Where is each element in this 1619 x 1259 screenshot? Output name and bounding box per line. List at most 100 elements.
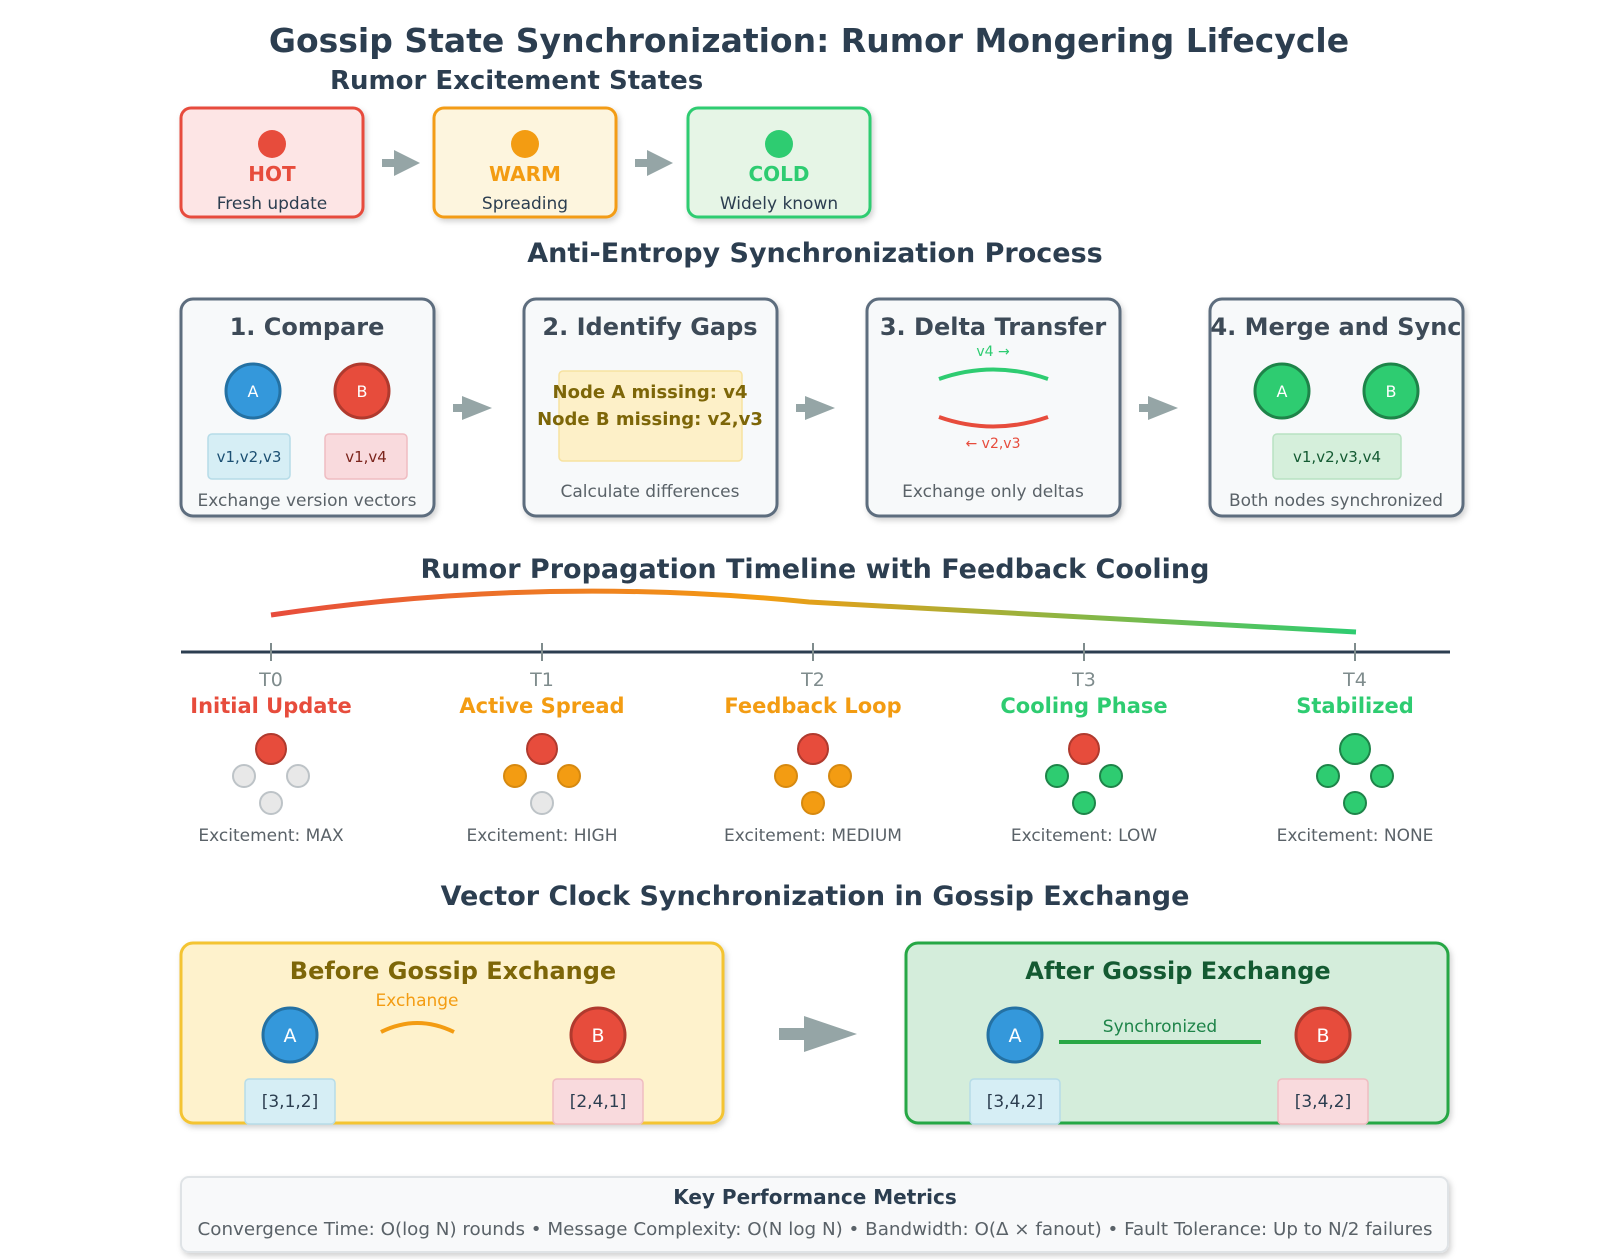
- after-clock-b-box: [1277, 1078, 1369, 1125]
- state-hot-box: [179, 106, 365, 219]
- timeline-time-label: T2: [800, 669, 825, 691]
- merged-node-a-label: A: [1277, 382, 1288, 401]
- after-clock-b: [3,4,2]: [1295, 1092, 1352, 1112]
- exchange-direction-arrow: [779, 1016, 857, 1052]
- metrics-text: Convergence Time: O(log N) rounds • Mess…: [198, 1219, 1433, 1240]
- vector-b-text: v1,v4: [345, 448, 387, 466]
- step-delta-caption: Exchange only deltas: [902, 482, 1084, 502]
- state-warm-box: [432, 106, 618, 219]
- state-hot-card: HOT Fresh update: [179, 106, 365, 219]
- synchronized-label: Synchronized: [1103, 1017, 1217, 1037]
- gap-node-a: Node A missing: v4: [553, 382, 748, 403]
- after-clock-a-box: [969, 1078, 1061, 1125]
- gossip-node-dot: [259, 791, 283, 815]
- timeline-heading: Rumor Propagation Timeline with Feedback…: [421, 554, 1210, 585]
- timeline-phase-label: Cooling Phase: [1000, 694, 1167, 718]
- state-cold-card: COLD Widely known: [686, 106, 872, 219]
- gossip-node-dot: [1343, 791, 1367, 815]
- step-arrow-2: [796, 396, 835, 420]
- timeline-excitement-label: Excitement: MEDIUM: [724, 826, 902, 846]
- timeline-time-label: T0: [258, 669, 283, 691]
- state-hot-desc: Fresh update: [217, 194, 328, 214]
- before-clock-a: [3,1,2]: [262, 1092, 319, 1112]
- timeline-phase-label: Active Spread: [459, 694, 624, 718]
- node-b-circle: [333, 362, 391, 420]
- after-node-b-label: B: [1316, 1025, 1329, 1047]
- state-warm-card: WARM Spreading: [432, 106, 618, 219]
- after-exchange-title: After Gossip Exchange: [1025, 957, 1330, 985]
- before-node-b-circle: [569, 1006, 627, 1064]
- gossip-node-dot: [503, 764, 527, 788]
- step-merge-card: 4. Merge and Sync A B v1,v2,v3,v4 Both n…: [1208, 297, 1465, 518]
- merged-node-a-circle: [1253, 362, 1311, 420]
- state-warm-label: WARM: [489, 162, 561, 186]
- cold-indicator-dot: [765, 130, 793, 158]
- metrics-panel: Key Performance Metrics Convergence Time…: [180, 1176, 1449, 1253]
- exchange-arc: [380, 1021, 455, 1034]
- warm-indicator-dot: [511, 130, 539, 158]
- node-b-label: B: [357, 382, 368, 401]
- step-arrow-1: [453, 396, 492, 420]
- step-gaps-card: 2. Identify Gaps Node A missing: v4 Node…: [522, 297, 779, 518]
- before-node-a-circle: [261, 1006, 319, 1064]
- delta-forward-arc: [938, 367, 1049, 381]
- delta-backward-arc: [938, 415, 1049, 429]
- before-exchange-panel: Before Gossip Exchange A Exchange B [3,1…: [179, 941, 725, 1125]
- step-gaps-caption: Calculate differences: [561, 482, 740, 502]
- gossip-node-dot: [530, 791, 554, 815]
- gossip-node-dot: [1099, 764, 1123, 788]
- state-cold-box: [686, 106, 872, 219]
- after-node-a-circle: [986, 1006, 1044, 1064]
- after-clock-a: [3,4,2]: [987, 1092, 1044, 1112]
- vector-clock-heading: Vector Clock Synchronization in Gossip E…: [441, 881, 1190, 912]
- after-exchange-box: [904, 941, 1450, 1125]
- before-node-a-label: A: [284, 1025, 297, 1047]
- merged-node-b-label: B: [1386, 382, 1397, 401]
- before-exchange-title: Before Gossip Exchange: [290, 957, 616, 985]
- step-delta-box: [865, 297, 1122, 518]
- node-a-label: A: [248, 382, 259, 401]
- timeline-excitement-label: Excitement: LOW: [1011, 826, 1158, 846]
- hot-indicator-dot: [258, 130, 286, 158]
- before-clock-b-box: [552, 1078, 644, 1125]
- gossip-node-dot: [1068, 733, 1100, 765]
- state-arrow-2: [635, 150, 673, 176]
- gossip-node-dot: [526, 733, 558, 765]
- gossip-node-dot: [801, 791, 825, 815]
- exchange-label: Exchange: [375, 991, 458, 1011]
- step-merge-title: 4. Merge and Sync: [1210, 313, 1461, 341]
- anti-entropy-heading: Anti-Entropy Synchronization Process: [527, 238, 1102, 269]
- after-exchange-panel: After Gossip Exchange A Synchronized B […: [904, 941, 1450, 1125]
- gossip-node-dot: [774, 764, 798, 788]
- step-compare-title: 1. Compare: [230, 313, 385, 341]
- metrics-heading: Key Performance Metrics: [673, 1185, 957, 1209]
- metrics-box: [180, 1176, 1449, 1253]
- page-title: Gossip State Synchronization: Rumor Mong…: [269, 21, 1349, 60]
- state-cold-label: COLD: [748, 162, 809, 186]
- gossip-node-dot: [286, 764, 310, 788]
- state-hot-label: HOT: [248, 162, 296, 186]
- before-node-b-label: B: [591, 1025, 604, 1047]
- step-arrow-3: [1139, 396, 1178, 420]
- gossip-node-dot: [1316, 764, 1340, 788]
- vector-a-text: v1,v2,v3: [217, 448, 282, 466]
- delta-backward-label: ← v2,v3: [965, 436, 1020, 452]
- vector-a-box: [207, 433, 291, 480]
- excitement-heading: Rumor Excitement States: [330, 66, 703, 96]
- gossip-node-dot: [557, 764, 581, 788]
- merged-vector-box: [1272, 433, 1402, 480]
- cooling-curve: [270, 588, 1357, 635]
- merged-node-b-circle: [1362, 362, 1420, 420]
- step-merge-caption: Both nodes synchronized: [1229, 491, 1443, 511]
- state-arrow-1: [382, 150, 420, 176]
- after-node-b-circle: [1294, 1006, 1352, 1064]
- gap-node-b: Node B missing: v2,v3: [537, 409, 763, 430]
- step-delta-title: 3. Delta Transfer: [880, 313, 1106, 341]
- before-clock-a-box: [244, 1078, 336, 1125]
